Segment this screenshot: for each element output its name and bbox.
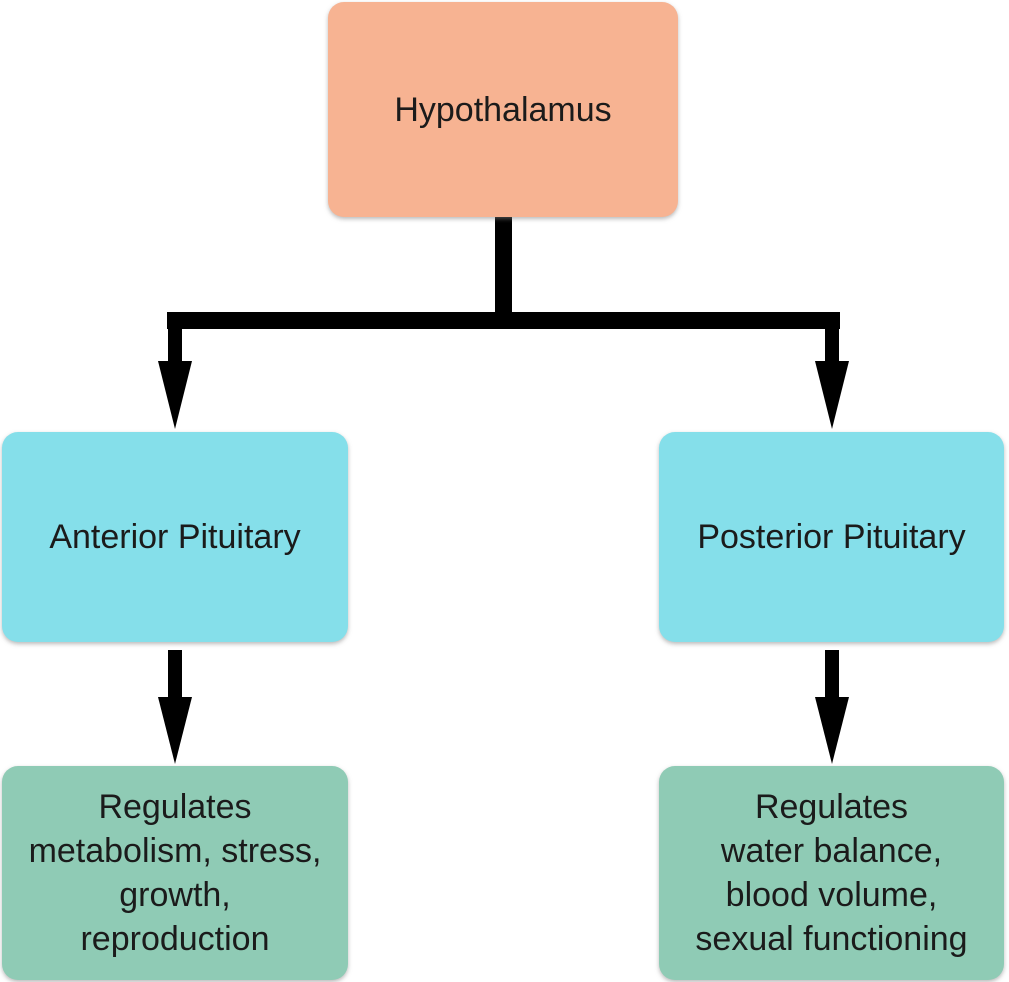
- node-posterior-function-line: water balance,: [720, 832, 943, 870]
- connector-stem: [495, 216, 512, 313]
- edge-anterior-function-arrowhead-icon: [158, 697, 192, 764]
- node-hypothalamus-label: Hypothalamus: [394, 90, 612, 129]
- edge-hypothalamus-posterior-arrowhead-icon: [815, 361, 849, 429]
- connector-branch-bar: [167, 312, 840, 329]
- edge-hypothalamus-anterior-shaft: [168, 328, 182, 364]
- node-anterior-function-line: growth,: [119, 876, 231, 914]
- node-posterior-function-line: Regulates: [754, 788, 909, 826]
- edge-posterior-function-shaft: [825, 650, 839, 700]
- node-posterior-function-line: sexual functioning: [695, 920, 968, 958]
- node-hypothalamus: Hypothalamus: [328, 2, 678, 217]
- node-anterior-function: Regulates metabolism, stress, growth, re…: [2, 766, 348, 980]
- node-anterior-pituitary-label: Anterior Pituitary: [49, 518, 301, 556]
- node-posterior-function: Regulates water balance, blood volume, s…: [659, 766, 1004, 980]
- node-anterior-function-line: reproduction: [80, 920, 270, 958]
- node-anterior-function-line: Regulates: [98, 788, 252, 826]
- edge-hypothalamus-posterior-shaft: [825, 328, 839, 364]
- edge-anterior-function-shaft: [168, 650, 182, 700]
- node-posterior-function-line: blood volume,: [725, 876, 938, 914]
- edge-posterior-function-arrowhead-icon: [815, 697, 849, 764]
- edge-hypothalamus-anterior-arrowhead-icon: [158, 361, 192, 429]
- node-anterior-pituitary: Anterior Pituitary: [2, 432, 348, 642]
- node-anterior-function-line: metabolism, stress,: [28, 832, 322, 870]
- connector-group: [158, 216, 849, 764]
- node-posterior-pituitary: Posterior Pituitary: [659, 432, 1004, 642]
- node-posterior-pituitary-label: Posterior Pituitary: [697, 518, 966, 556]
